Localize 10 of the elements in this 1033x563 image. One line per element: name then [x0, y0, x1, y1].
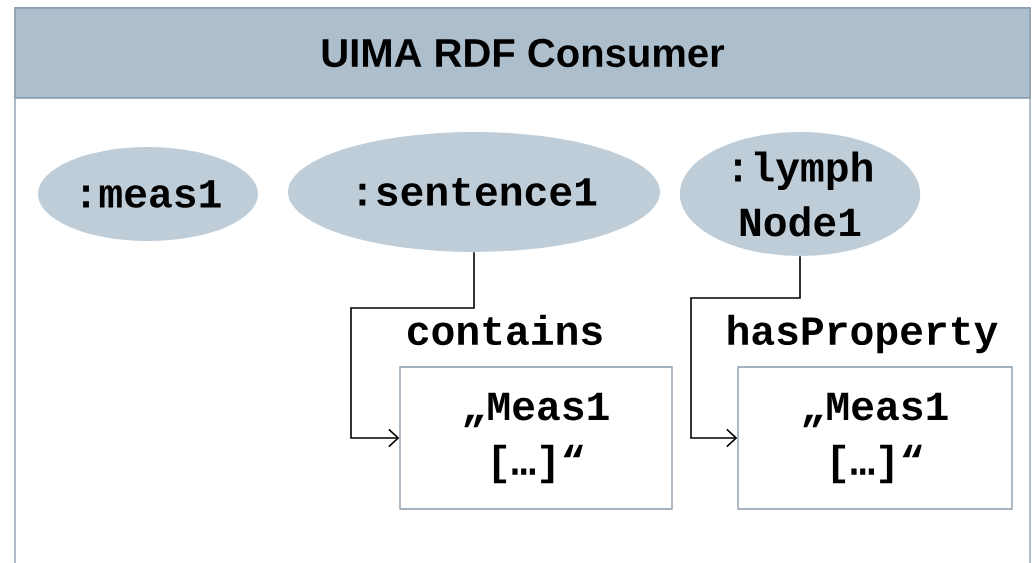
- text-box: „Meas1 […]“: [737, 366, 1013, 510]
- edge-label: hasProperty: [724, 313, 1000, 355]
- edge-label: contains: [404, 313, 606, 347]
- ellipse-node: :lymph Node1: [679, 132, 921, 256]
- arrow: [690, 255, 801, 448]
- title-band: UIMA RDF Consumer: [14, 7, 1031, 99]
- text-box: „Meas1 […]“: [399, 366, 673, 510]
- arrow: [350, 251, 475, 448]
- ellipse-node: :sentence1: [288, 132, 660, 252]
- ellipse-node: :meas1: [38, 147, 258, 241]
